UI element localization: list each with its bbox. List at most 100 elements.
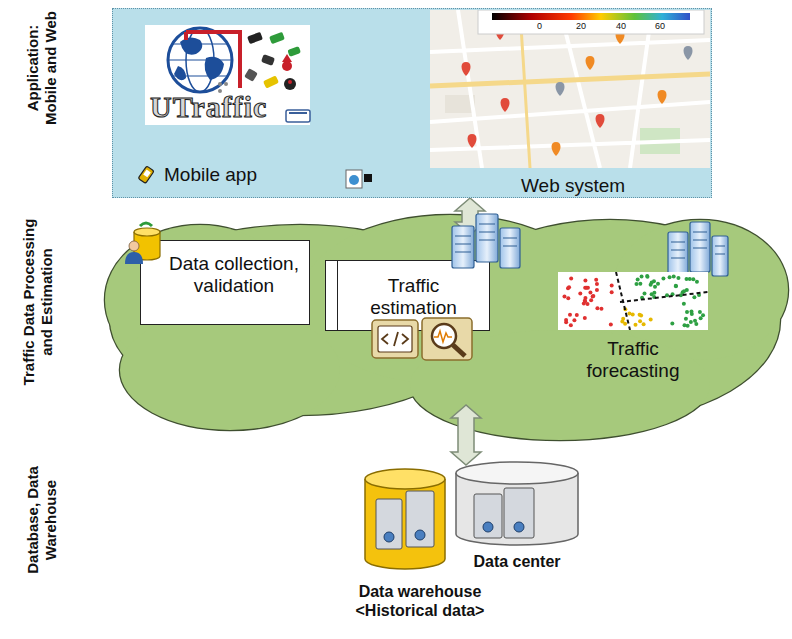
vehicle-icons: [247, 32, 263, 44]
cylinder-outline: [483, 522, 493, 532]
scatter-plot: [701, 313, 705, 317]
scatter-plot: [685, 310, 689, 314]
scatter-plot: [578, 292, 582, 296]
scatter-plot: [656, 282, 660, 286]
layer-label: Traffic Data Processing and Estimation: [20, 210, 56, 395]
map-screenshot: [616, 30, 625, 44]
cloud-outline: [300, 215, 600, 385]
cloud-outline: [105, 215, 788, 440]
map-screenshot: [640, 128, 680, 154]
scatter-plot: [645, 274, 649, 278]
search-icon: [434, 331, 452, 342]
scatter-plot: [642, 322, 646, 326]
utraffic-logo: [218, 89, 222, 93]
scatter-plot: [591, 295, 595, 299]
scatter-plot: [668, 275, 672, 279]
scatter-plot: [638, 319, 642, 323]
vehicle-icons: [289, 112, 307, 114]
map-screenshot: [556, 82, 565, 96]
database-icon: [134, 232, 160, 260]
scatter-plot: [575, 313, 579, 317]
logo-text: UTraffic: [150, 90, 267, 124]
store-label: Data warehouse <Historical data>: [340, 582, 500, 620]
process-text: Data collection, validation: [167, 253, 301, 297]
utraffic-logo: [168, 28, 232, 92]
scatter-plot: [564, 320, 568, 324]
utraffic-logo: [168, 44, 232, 76]
server-icon: [452, 226, 474, 268]
scatter-plot: [599, 307, 603, 311]
processing-cloud: Data collection, validationTraffic estim…: [112, 235, 790, 405]
scatter-plot: [691, 277, 695, 281]
server-icon: [668, 222, 728, 276]
map-screenshot: [596, 114, 605, 128]
map-screenshot: [462, 26, 605, 148]
scatter-plot: [674, 284, 678, 288]
scale-number: 20: [576, 21, 586, 31]
process-box: Data collection, validation: [140, 240, 310, 325]
process-text: Traffic forecasting: [573, 338, 693, 382]
scatter-plot: [689, 320, 693, 324]
utraffic-logo: [224, 82, 228, 86]
scatter-plot: [661, 276, 665, 280]
process-box: Traffic estimation: [325, 260, 490, 331]
server-icon: [671, 232, 725, 258]
scatter-plot: [698, 310, 702, 314]
server-icon: [476, 214, 498, 262]
utraffic-logo: [174, 37, 224, 80]
code-icon: [378, 326, 412, 352]
scatter-plot: [558, 272, 708, 330]
map-screenshot: [586, 56, 595, 70]
scatter-plot: [682, 289, 686, 293]
process-text: Traffic estimation: [348, 275, 479, 319]
scatter-plot: [686, 324, 690, 328]
scatter-plot: [616, 272, 708, 330]
scatter-plot: [623, 322, 627, 326]
map-screenshot: [478, 10, 704, 34]
scatter-plot: [650, 292, 654, 296]
utraffic-logo: [145, 25, 310, 125]
scatter-plot: [567, 285, 571, 289]
scatter-plot: [695, 280, 699, 284]
scatter-plot: [649, 318, 653, 322]
web-icon: [349, 175, 359, 185]
forecast-node: Traffic forecasting: [548, 272, 718, 382]
scatter-plot: [595, 306, 599, 310]
scale-number: 60: [655, 21, 665, 31]
map-screenshot: [430, 10, 710, 168]
search-icon: [432, 324, 456, 348]
cylinder-outline: [365, 469, 445, 489]
scatter-plot: [643, 291, 647, 295]
server-icon: [690, 222, 710, 272]
utraffic-logo: [184, 32, 188, 40]
panel-text: Web system: [521, 175, 625, 197]
server-icon: [455, 224, 517, 252]
database-icon: [129, 241, 139, 251]
scatter-plot: [684, 317, 688, 321]
layer-label: Application: Mobile and Web: [24, 6, 60, 131]
vehicle-icons: [287, 46, 301, 57]
cylinder-outline: [365, 479, 445, 569]
cylinder-outline: [415, 530, 425, 540]
scatter-plot: [566, 296, 570, 300]
scatter-plot: [568, 313, 572, 317]
cloud-outline: [110, 225, 490, 415]
scatter-plot: [640, 274, 644, 278]
vehicle-icons: [288, 80, 292, 84]
map-screenshot: [430, 74, 710, 86]
scatter-plot: [693, 319, 697, 323]
cylinder-outline: [514, 522, 524, 532]
store-label: Data center: [452, 552, 582, 571]
scatter-plot: [650, 281, 654, 285]
map-screenshot: [520, 10, 530, 168]
scatter-plot: [682, 302, 686, 306]
map-screenshot: [462, 62, 471, 76]
vehicle-icons: [286, 110, 310, 122]
cylinder-outline: [384, 532, 394, 542]
double-arrow: [451, 405, 481, 465]
database-icon: [125, 223, 160, 264]
scatter-plot: [591, 294, 595, 298]
scatter-plot: [583, 279, 587, 283]
cloud-outline: [410, 330, 710, 440]
